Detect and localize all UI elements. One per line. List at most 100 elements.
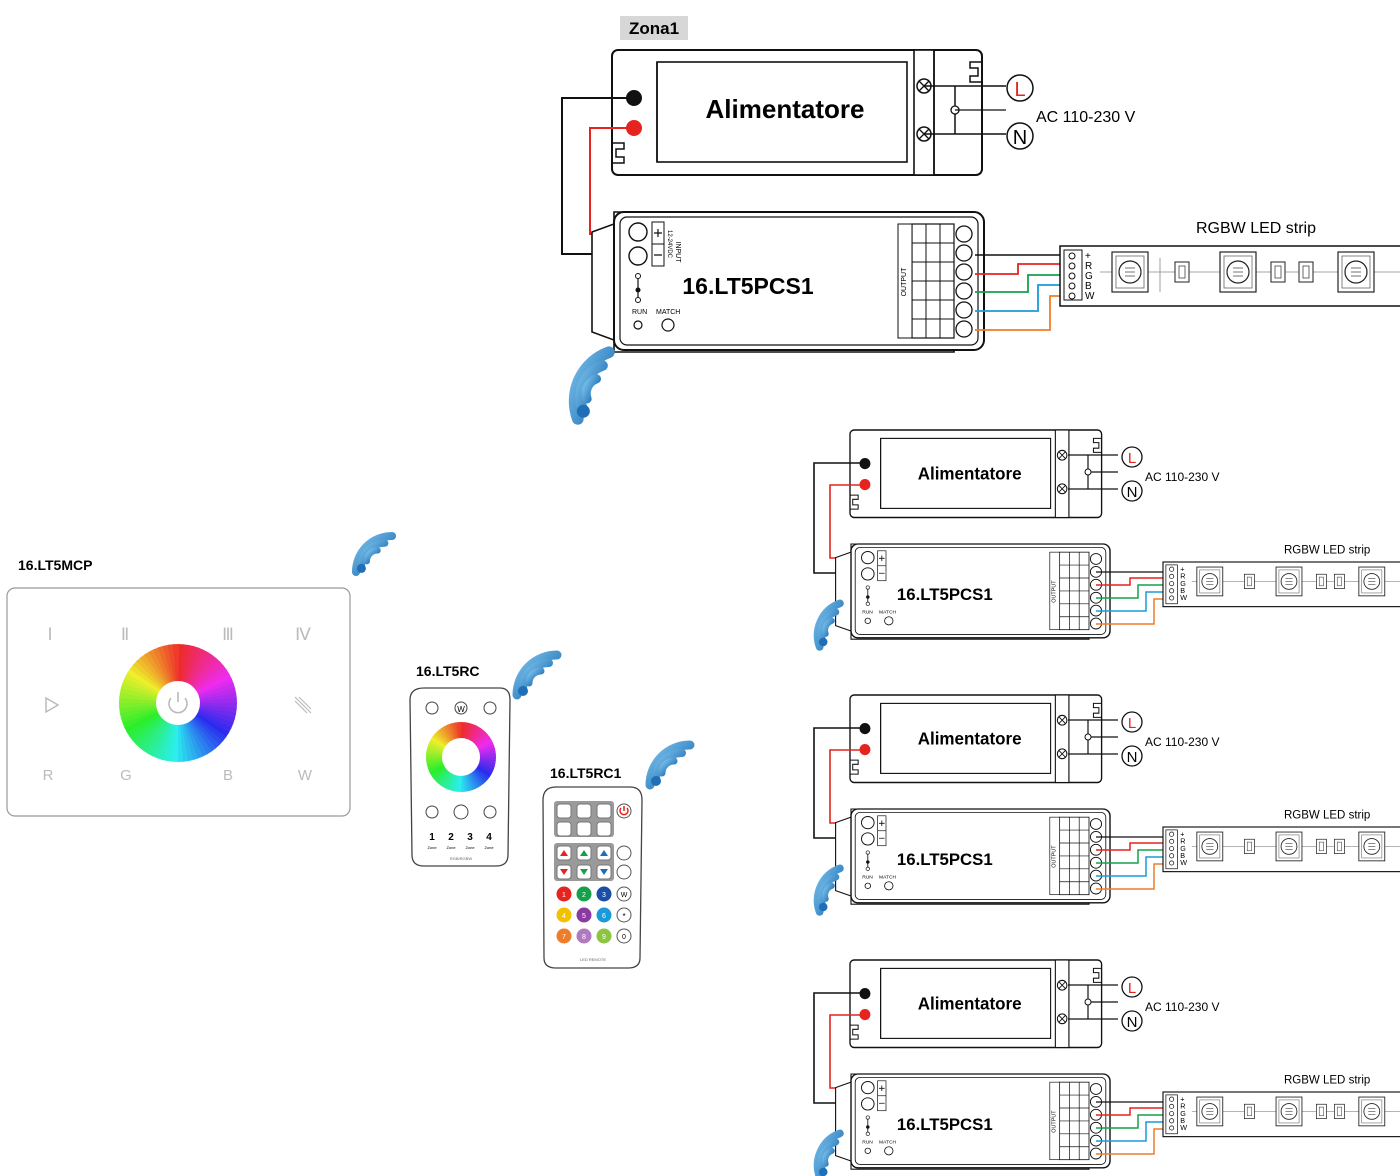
panel-zone-2[interactable]: Ⅱ [121, 625, 129, 644]
remote-rc-right-button[interactable] [483, 805, 497, 819]
led-chip [1196, 566, 1224, 597]
color-wheel-segment [148, 649, 170, 686]
phase-l-label: L [1128, 715, 1136, 732]
remote-rc1-star-label: * [622, 912, 625, 921]
match-label: MATCH [656, 309, 680, 316]
strip-pin: R [1180, 572, 1185, 581]
panel-channel-r[interactable]: R [43, 767, 54, 784]
color-wheel-segment [126, 712, 162, 737]
remote-rc-save-button[interactable] [483, 701, 497, 715]
color-wheel-segment [446, 723, 456, 741]
remote-rc-zone-2[interactable]: 2 [448, 832, 454, 843]
color-wheel[interactable] [119, 644, 237, 762]
color-wheel-segment [132, 715, 164, 745]
color-wheel-segment [192, 661, 224, 691]
color-wheel-segment [463, 774, 471, 792]
color-wheel-segment [121, 681, 160, 698]
remote-rc1-function-key[interactable] [556, 803, 572, 819]
color-wheel-segment [162, 644, 175, 684]
remote-rc1-star-button[interactable] [616, 907, 632, 923]
remote-rc1-digit-button[interactable] [556, 907, 572, 923]
resistor [1243, 838, 1255, 855]
remote-rc1-mode-button[interactable] [616, 845, 632, 861]
remote-rc1-function-key[interactable] [576, 821, 592, 837]
power-supply-label: Alimentatore [706, 94, 865, 124]
remote-rc-power-button[interactable] [453, 804, 469, 820]
color-wheel-segment [187, 719, 212, 755]
remote-rc1-w-label: W [621, 892, 628, 899]
led-strip: RGBW LED strip+RGBW [1162, 544, 1400, 608]
color-wheel-segment [476, 739, 493, 750]
color-wheel-segment [191, 715, 224, 746]
remote-rc1-function-key[interactable] [556, 821, 572, 837]
remote-rc-w-button[interactable] [454, 701, 468, 715]
power-supply-label: Alimentatore [918, 463, 1022, 483]
remote-rc1-w-button[interactable] [616, 886, 632, 902]
match-label: MATCH [879, 609, 897, 615]
panel-zone-1[interactable]: Ⅰ [47, 625, 52, 644]
color-wheel-segment [465, 773, 473, 791]
resistor [1243, 573, 1255, 590]
panel-channel-b[interactable]: B [223, 767, 233, 784]
controller-input-voltage: 12-24VDC [666, 230, 672, 259]
remote-rc1-digit-button[interactable] [576, 886, 592, 902]
remote-rc-left-button[interactable] [425, 805, 439, 819]
color-wheel-segment [457, 722, 462, 740]
remote-rc-zone-word: Zone [446, 845, 456, 850]
remote-rc-zone-3[interactable]: 3 [467, 832, 473, 843]
strip-pin-g: G [1085, 271, 1093, 282]
panel-channel-w[interactable]: W [298, 767, 313, 784]
controller-input-label: INPUT [674, 242, 681, 264]
color-wheel-segment [476, 764, 493, 776]
speed-icon[interactable] [294, 696, 312, 714]
remote-rc-bulb-button[interactable] [425, 701, 439, 715]
play-icon[interactable] [45, 696, 60, 714]
led-strip: RGBW LED strip+RGBW [1162, 1074, 1400, 1138]
phase-n-label: N [1013, 127, 1027, 149]
power-supply-label: Alimentatore [918, 993, 1022, 1013]
remote-rc1-digit-button[interactable] [596, 928, 612, 944]
power-icon[interactable] [168, 692, 188, 714]
color-wheel-segment [472, 769, 486, 785]
panel-zone-3[interactable]: Ⅲ [222, 625, 234, 644]
color-wheel-segment [156, 721, 173, 760]
arrow-icon [600, 850, 608, 856]
remote-rc1-digit-button[interactable] [576, 907, 592, 923]
panel-channel-g[interactable]: G [120, 767, 132, 784]
strip-pin: + [1180, 564, 1184, 573]
remote-rc1-speed-button[interactable] [616, 864, 632, 880]
color-wheel-segment [471, 770, 484, 787]
match-label: MATCH [879, 1139, 897, 1145]
color-wheel-segment [448, 773, 457, 791]
remote-rc1-function-key[interactable] [596, 821, 612, 837]
power-supply: Alimentatore [849, 694, 1103, 784]
remote-rc1-digit-button[interactable] [556, 928, 572, 944]
remote-rc1-function-key[interactable] [576, 803, 592, 819]
remote-rc1-digit-button[interactable] [596, 907, 612, 923]
color-wheel-segment [475, 736, 492, 749]
remote-rc1-digit-button[interactable] [576, 928, 592, 944]
color-wheel-segment [196, 708, 235, 725]
color-wheel-segment [440, 726, 453, 743]
remote-rc-color-wheel[interactable] [426, 722, 496, 792]
remote-rc1-digit-button[interactable] [556, 886, 572, 902]
panel-zone-4[interactable]: Ⅳ [295, 625, 311, 644]
led-chip [1219, 251, 1257, 293]
remote-rc1-function-key[interactable] [596, 803, 612, 819]
resistor [1243, 1103, 1255, 1120]
led-chip [1275, 1096, 1303, 1127]
remote-rc-w-label: W [457, 705, 465, 714]
remote-rc1-digit-button[interactable] [596, 886, 612, 902]
wireless-icon [650, 745, 690, 786]
color-wheel-segment [432, 734, 448, 747]
power-supply: Alimentatore [849, 959, 1103, 1049]
remote-rc-zone-4[interactable]: 4 [486, 832, 492, 843]
remote-rc1-zero-button[interactable] [616, 928, 632, 944]
color-wheel-segment [184, 721, 203, 759]
panel-title: 16.LT5MCP [18, 557, 92, 573]
remote-rc-zone-1[interactable]: 1 [429, 832, 435, 843]
